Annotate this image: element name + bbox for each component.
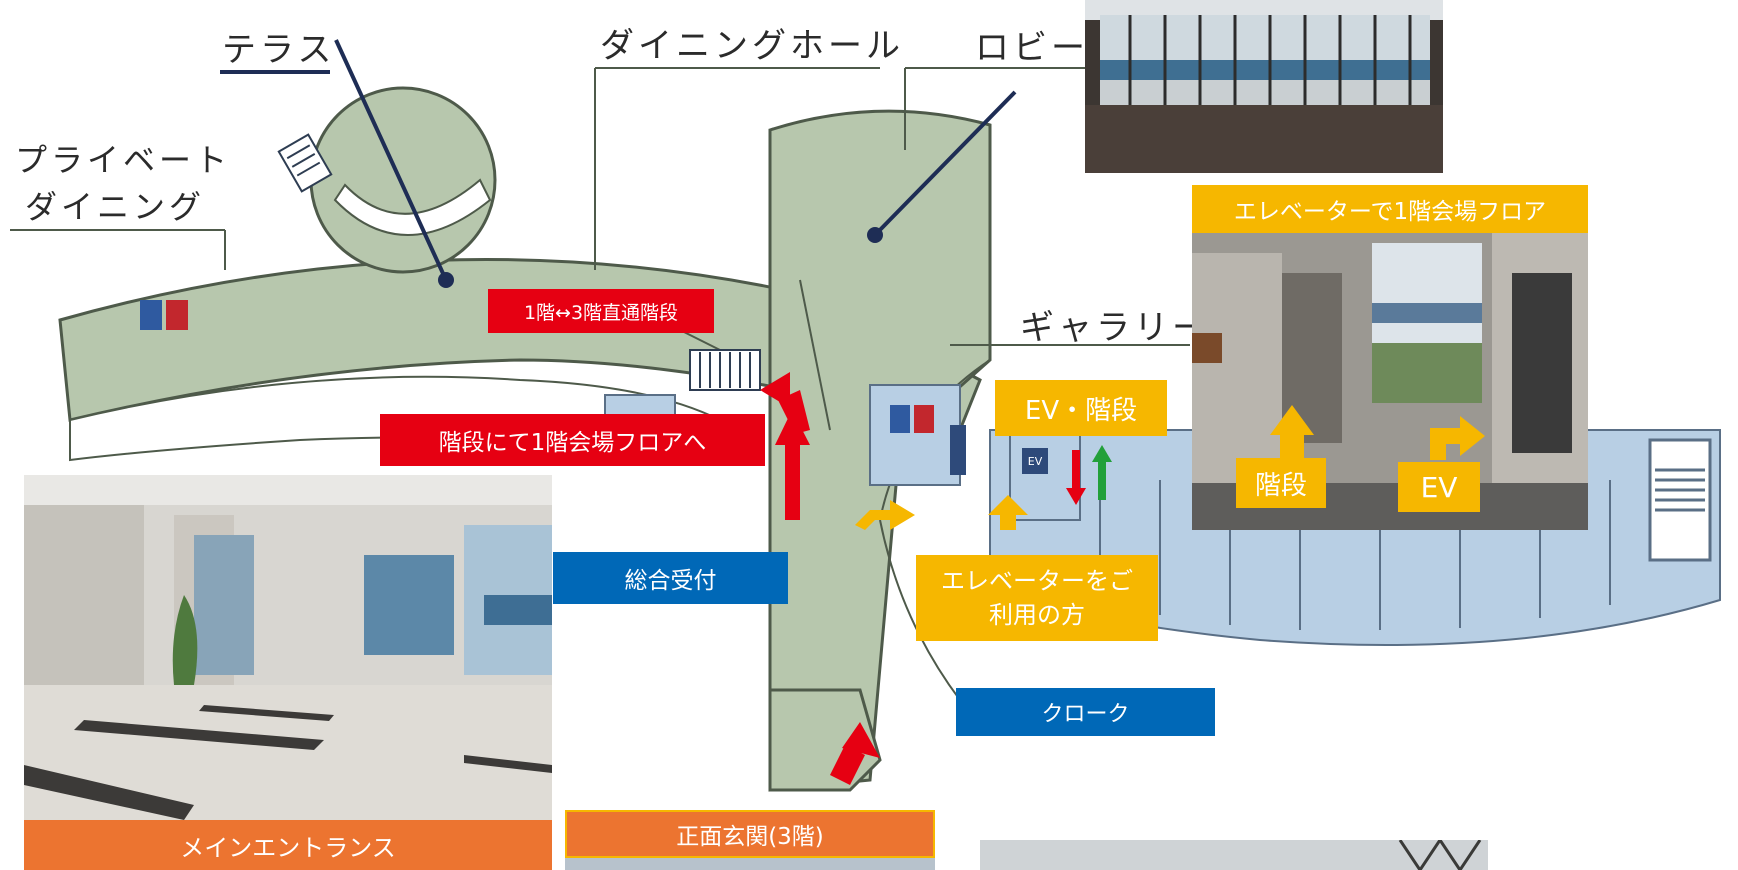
- main-entrance-photo: [24, 475, 552, 820]
- staircase-icon: [1648, 438, 1712, 562]
- elevator-icon-text: EV: [1027, 454, 1043, 468]
- restroom-icon: [140, 300, 934, 433]
- elevator-to-floor1-label: エレベーターで1階会場フロア: [1192, 185, 1588, 233]
- elevator-users-line2: 利用の方: [989, 601, 1085, 629]
- yellow-arrow-icon: [1270, 405, 1485, 460]
- photo-stairs-label: 階段: [1236, 458, 1326, 508]
- room-label-private-dining-2: ダイニング: [25, 188, 206, 226]
- elevator-users-label: エレベーターをご 利用の方: [916, 555, 1158, 641]
- yellow-arrow-icon: [855, 495, 1028, 530]
- room-label-dining-hall: ダイニングホール: [600, 26, 904, 66]
- restroom-block: [869, 384, 961, 486]
- pointer-line: [334, 39, 1017, 281]
- gallery-partitions: [1099, 480, 1611, 630]
- front-entrance-label: 正面玄関(3階): [565, 810, 935, 858]
- elevator-users-line1: エレベーターをご: [941, 567, 1133, 595]
- room-label-terrace: テラス: [222, 30, 336, 70]
- ev-stairs-label: EV・階段: [995, 380, 1167, 436]
- front-entrance-photo: [565, 858, 935, 870]
- stairs-to-floor1-label: 階段にて1階会場フロアへ: [380, 414, 765, 466]
- ev-block: [1009, 419, 1081, 521]
- main-entrance-label: メインエントランス: [24, 820, 552, 870]
- room-label-gallery: ギャラリー: [1020, 308, 1210, 348]
- room-label-private-dining-1: プライベート: [15, 141, 232, 179]
- elevator-icon: [950, 425, 1048, 475]
- photo-ev-label: EV: [1398, 462, 1480, 512]
- staircase-icon: [277, 133, 333, 193]
- red-arrow-icon: [1066, 445, 1112, 505]
- lobby-photo: [1085, 0, 1443, 173]
- cloak-label: クローク: [956, 688, 1215, 736]
- staircase-icon: [689, 349, 761, 391]
- direct-stairs-label: 1階↔3階直通階段: [488, 289, 714, 333]
- red-arrow-icon: [760, 372, 880, 785]
- terrace-area: [309, 86, 497, 274]
- room-label-lobby: ロビー: [975, 28, 1089, 68]
- general-reception-label: 総合受付: [553, 552, 788, 604]
- exterior-photo: [980, 840, 1488, 870]
